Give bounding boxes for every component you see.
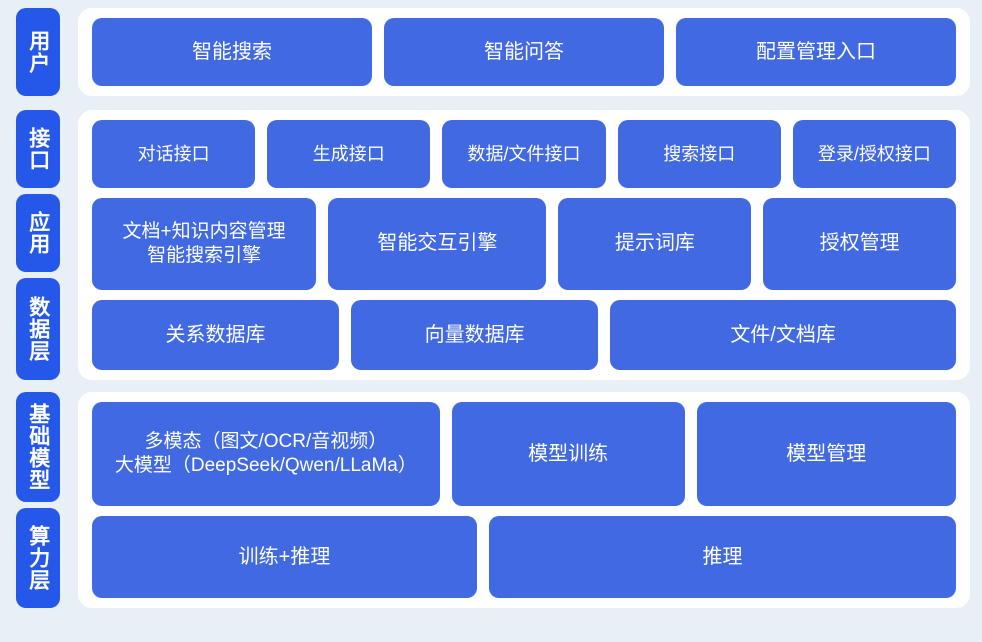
box-intelligent-search[interactable]: 智能搜索 [92,18,372,86]
box-multimodal-large-model[interactable]: 多模态（图文/OCR/音视频） 大模型（DeepSeek/Qwen/LLaMa） [92,402,440,507]
box-intelligent-qa[interactable]: 智能问答 [384,18,664,86]
box-config-management-entry[interactable]: 配置管理入口 [676,18,956,86]
box-file-document-store[interactable]: 文件/文档库 [610,300,957,370]
layer-badge-compute[interactable]: 算力层 [16,508,60,608]
rail-base: 基础模型 算力层 [0,392,78,608]
row-compute: 训练+推理 推理 [92,516,956,598]
rail-middle: 接口 应用 数据层 [0,110,78,380]
layer-badge-user[interactable]: 用户 [16,8,60,96]
layer-badge-data[interactable]: 数据层 [16,277,60,380]
layer-badge-interface[interactable]: 接口 [16,110,60,188]
rail-user: 用户 [0,8,78,96]
card-user: 智能搜索 智能问答 配置管理入口 [78,8,970,96]
card-middle: 对话接口 生成接口 数据/文件接口 搜索接口 登录/授权接口 文档+知识内容管理… [78,110,970,380]
box-training-inference[interactable]: 训练+推理 [92,516,477,598]
box-interaction-engine[interactable]: 智能交互引擎 [328,197,547,290]
section-user: 用户 智能搜索 智能问答 配置管理入口 [0,0,982,104]
box-vector-database[interactable]: 向量数据库 [351,300,599,370]
box-inference[interactable]: 推理 [488,516,956,598]
box-authorization-management[interactable]: 授权管理 [763,197,956,290]
section-middle: 接口 应用 数据层 对话接口 生成接口 数据/文件接口 搜索接口 登录/授权接口… [0,104,982,386]
box-data-file-api[interactable]: 数据/文件接口 [442,120,606,188]
box-prompt-library[interactable]: 提示词库 [558,197,752,290]
box-relational-database[interactable]: 关系数据库 [92,300,340,370]
box-doc-knowledge-management[interactable]: 文档+知识内容管理 智能搜索引擎 [92,197,317,290]
box-search-api[interactable]: 搜索接口 [617,120,781,188]
row-application: 文档+知识内容管理 智能搜索引擎 智能交互引擎 提示词库 授权管理 [92,197,956,290]
row-user: 智能搜索 智能问答 配置管理入口 [92,18,956,86]
layer-badge-application[interactable]: 应用 [16,193,60,272]
row-data: 关系数据库 向量数据库 文件/文档库 [92,300,957,370]
box-login-auth-api[interactable]: 登录/授权接口 [792,120,957,188]
box-model-training[interactable]: 模型训练 [451,402,685,507]
box-dialog-api[interactable]: 对话接口 [92,120,256,188]
card-base: 多模态（图文/OCR/音视频） 大模型（DeepSeek/Qwen/LLaMa）… [78,392,970,608]
box-model-management[interactable]: 模型管理 [696,402,956,507]
layer-badge-foundation-model[interactable]: 基础模型 [16,392,60,503]
row-model: 多模态（图文/OCR/音视频） 大模型（DeepSeek/Qwen/LLaMa）… [92,402,956,507]
box-generation-api[interactable]: 生成接口 [267,120,431,188]
row-interface: 对话接口 生成接口 数据/文件接口 搜索接口 登录/授权接口 [92,120,957,188]
section-base: 基础模型 算力层 多模态（图文/OCR/音视频） 大模型（DeepSeek/Qw… [0,386,982,618]
